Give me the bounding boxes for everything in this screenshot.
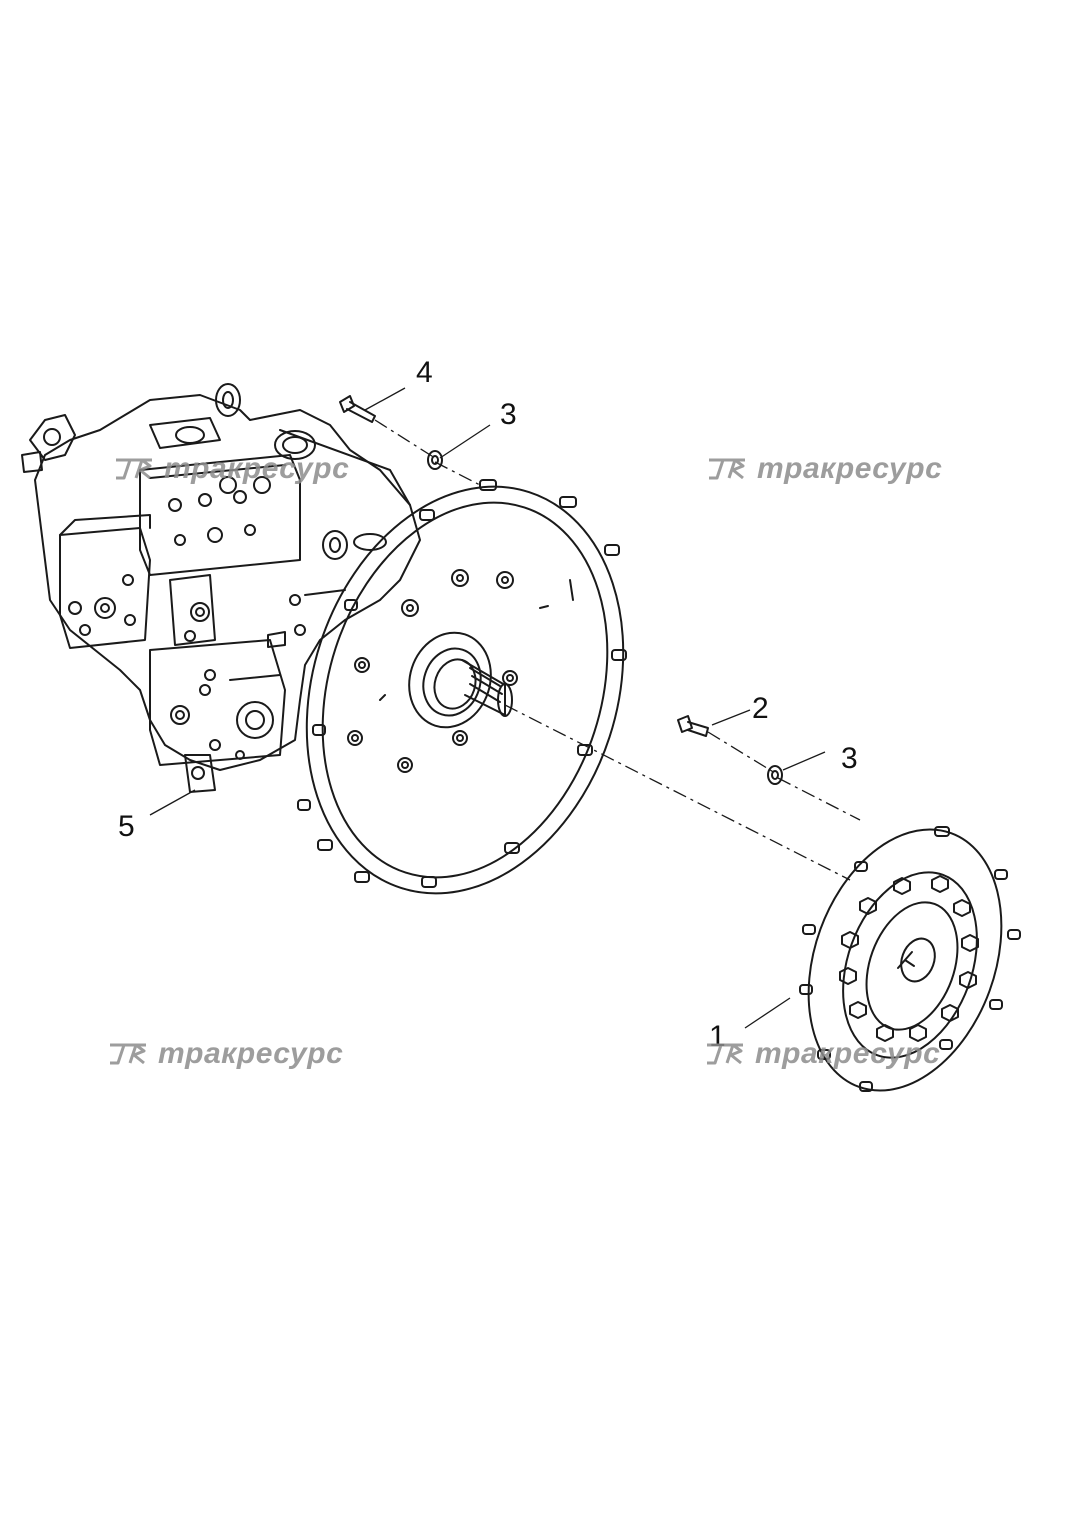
bell-housing-ring	[297, 479, 627, 895]
callout-3-lower: 3	[841, 742, 858, 775]
watermark-bottom-left: тракресурс	[106, 1037, 343, 1071]
watermark-top-left: тракресурс	[112, 452, 349, 486]
watermark-text: тракресурс	[164, 452, 350, 485]
washer-3-upper	[427, 450, 443, 470]
coupling-disc	[799, 826, 1021, 1092]
watermark-text: тракресурс	[158, 1037, 344, 1070]
jr-logo-icon	[707, 1043, 743, 1065]
bolt-2	[677, 715, 709, 737]
callout-3-upper: 3	[500, 398, 517, 431]
watermark-top-right: тракресурс	[705, 452, 942, 486]
jr-logo-icon	[116, 458, 152, 480]
watermark-bottom-right: тракресурс	[703, 1037, 940, 1071]
washer-3-lower	[767, 765, 783, 785]
bolt-4	[339, 395, 376, 423]
callout-2: 2	[752, 692, 769, 725]
jr-logo-icon	[110, 1043, 146, 1065]
leader-lines	[149, 387, 826, 1029]
watermark-text: тракресурс	[755, 1037, 941, 1070]
watermark-text: тракресурс	[757, 452, 943, 485]
jr-logo-icon	[709, 458, 745, 480]
callout-5: 5	[118, 810, 135, 843]
hydraulic-pump-assembly	[21, 383, 421, 793]
assembly-centerlines	[374, 419, 861, 881]
callout-4: 4	[416, 356, 433, 389]
